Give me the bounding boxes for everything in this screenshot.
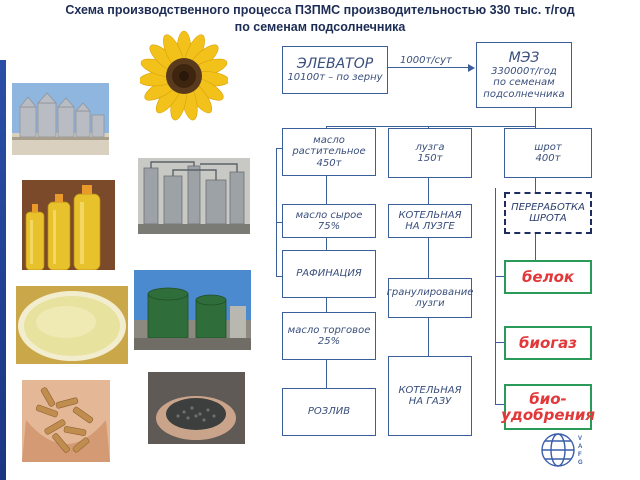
- raw-oil-box: масло сырое 75%: [282, 204, 376, 238]
- fertilizer-granules-photo: [148, 372, 245, 444]
- connector-left-spine: [276, 148, 278, 276]
- refining-box: РАФИНАЦИЯ: [282, 250, 376, 298]
- oil-line2: растительное: [292, 146, 366, 158]
- husk-line2: 150т: [417, 153, 443, 164]
- granulation-line1: гранулирование: [386, 286, 474, 298]
- mez-capacity: 330000т/год: [491, 65, 557, 77]
- protein-powder-photo: [16, 286, 128, 364]
- company-logo: V A F G: [538, 426, 586, 476]
- oil-line3: 450т: [316, 157, 342, 169]
- husk-box: лузга 150т: [388, 128, 472, 178]
- connector: [326, 176, 328, 204]
- meal-line1: шрот: [534, 141, 562, 153]
- arrow-head: [468, 64, 475, 72]
- connector: [326, 238, 328, 250]
- sunflower-image: [140, 30, 228, 128]
- commercial-oil-line2: 25%: [317, 336, 341, 347]
- mez-title: МЭЗ: [508, 49, 540, 66]
- bottling-box: РОЗЛИВ: [282, 388, 376, 436]
- connector-split-bar: [326, 126, 536, 128]
- connector: [276, 276, 282, 278]
- elevator-title: ЭЛЕВАТОР: [296, 56, 374, 73]
- protein-line1: белок: [521, 268, 575, 286]
- connector: [428, 318, 430, 356]
- biofertilizer-box: био- удобрения: [500, 384, 596, 430]
- connector: [495, 342, 505, 344]
- mez-box: МЭЗ 330000т/год по семенам подсолнечника: [476, 42, 572, 108]
- gas-boiler-line2: НА ГАЗУ: [408, 396, 452, 407]
- grain-silos-photo: [12, 83, 109, 155]
- husk-boiler-box: КОТЕЛЬНАЯ НА ЛУЗГЕ: [388, 204, 472, 238]
- commercial-oil-box: масло торговое 25%: [282, 312, 376, 360]
- svg-text:G: G: [578, 460, 583, 466]
- connector: [495, 276, 505, 278]
- connector: [276, 222, 282, 224]
- biogas-box: биогаз: [504, 326, 592, 360]
- process-diagram: 1000т/сут ЭЛЕВАТОР 10100т – по зерну МЭЗ…: [270, 38, 600, 438]
- husk-pellets-photo: [22, 380, 110, 462]
- connector: [535, 234, 537, 260]
- refining-line1: РАФИНАЦИЯ: [296, 268, 362, 280]
- granulation-box: гранулирование лузги: [386, 278, 474, 318]
- mez-line4: подсолнечника: [483, 88, 565, 100]
- biofert-line1: био-: [529, 390, 567, 408]
- title-line-1: Схема производственного процесса ПЗПМС п…: [65, 3, 575, 17]
- gas-boiler-line1: КОТЕЛЬНАЯ: [398, 384, 462, 396]
- left-accent-strip: [0, 60, 6, 480]
- connector: [428, 178, 430, 204]
- oil-bottles-photo: [22, 180, 115, 270]
- edge-label-rate: 1000т/сут: [400, 55, 452, 66]
- oil-line1: масло: [313, 134, 345, 146]
- commercial-oil-line1: масло торговое: [287, 324, 371, 336]
- connector: [535, 126, 537, 128]
- connector: [535, 178, 537, 192]
- bottling-line1: РОЗЛИВ: [307, 406, 351, 418]
- granulation-line2: лузги: [415, 298, 445, 309]
- factory-equipment-photo: [138, 158, 250, 234]
- svg-text:V: V: [578, 436, 582, 442]
- connector: [495, 404, 505, 406]
- meal-line2: 400т: [535, 153, 561, 164]
- svg-text:A: A: [578, 444, 583, 450]
- biofert-line2: удобрения: [500, 406, 596, 424]
- husk-boiler-line1: КОТЕЛЬНАЯ: [398, 209, 462, 221]
- connector: [428, 126, 430, 128]
- meal-processing-line1: ПЕРЕРАБОТКА: [511, 201, 585, 213]
- meal-processing-box: ПЕРЕРАБОТКА ШРОТА: [504, 192, 592, 234]
- biogas-plant-photo: [134, 270, 251, 350]
- title-line-2: по семенам подсолнечника: [234, 20, 406, 34]
- elevator-box: ЭЛЕВАТОР 10100т – по зерну: [282, 46, 388, 94]
- connector: [428, 238, 430, 278]
- elevator-capacity: 10100т – по зерну: [287, 72, 383, 84]
- oil-box: масло растительное 450т: [282, 128, 376, 176]
- mez-line3: по семенам: [493, 77, 555, 89]
- connector: [326, 360, 328, 388]
- raw-oil-line2: 75%: [317, 221, 341, 232]
- connector-mez-down: [535, 108, 537, 126]
- biogas-line1: биогаз: [519, 334, 577, 352]
- husk-line1: лузга: [415, 141, 445, 153]
- meal-processing-line2: ШРОТА: [529, 213, 567, 224]
- svg-text:F: F: [578, 452, 582, 458]
- protein-box: белок: [504, 260, 592, 294]
- page-title: Схема производственного процесса ПЗПМС п…: [0, 2, 640, 36]
- meal-box: шрот 400т: [504, 128, 592, 178]
- gas-boiler-box: КОТЕЛЬНАЯ НА ГАЗУ: [388, 356, 472, 436]
- connector-elevator-mez: [388, 67, 468, 69]
- husk-boiler-line2: НА ЛУЗГЕ: [405, 221, 455, 232]
- connector: [326, 126, 328, 128]
- connector: [326, 298, 328, 312]
- connector-right-spine: [495, 188, 497, 404]
- raw-oil-line1: масло сырое: [295, 209, 363, 221]
- connector: [276, 148, 282, 150]
